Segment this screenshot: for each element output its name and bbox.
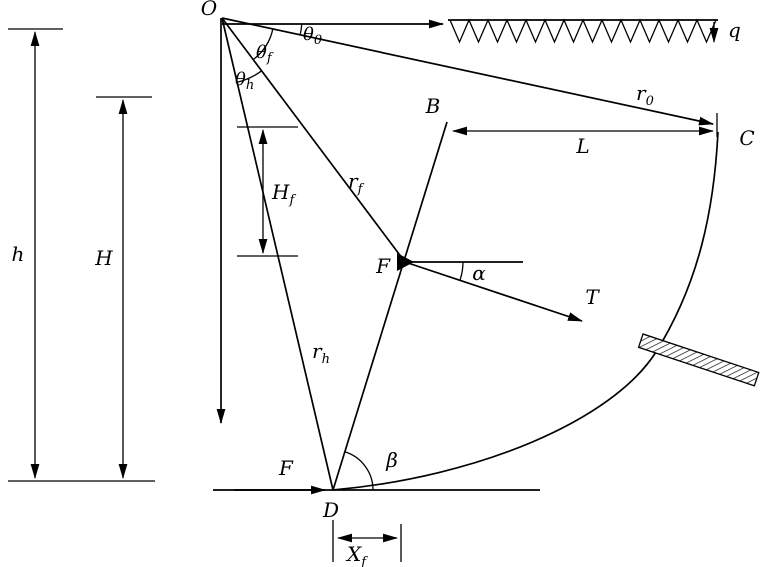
label-r0-sub: 0 [646,94,654,109]
label-H: H [94,246,113,270]
label-Xf: Xf [345,542,368,567]
load-hatch-zigzag [449,18,717,44]
label-surcharge-q: q [728,18,741,42]
log-spiral-curve [332,131,719,491]
label-Hf-sub: f [288,193,296,208]
label-rh-sub: h [322,352,330,367]
label-point-D: D [322,498,339,522]
label-h: h [12,242,25,266]
anchor-rod [637,333,760,387]
label-r0: r0 [636,81,654,109]
label-origin-O: O [201,0,217,20]
label-r0-base: r [636,81,647,105]
label-alpha: α [472,261,486,285]
label-thetah: θh [235,69,254,93]
label-Xf-base: X [345,542,362,566]
arc-alpha [459,261,464,281]
arc-thetah [236,70,262,83]
line-rf-OF [221,17,406,263]
label-thetah-base: θ [235,69,246,90]
label-rf-base: r [348,169,359,193]
label-thetaf: θf [256,42,274,66]
label-point-B: B [425,94,441,118]
line-rh-OD [221,17,334,491]
label-L: L [575,134,589,158]
label-rf-sub: f [357,182,365,197]
arc-theta0 [299,23,303,36]
label-Xf-sub: f [360,555,368,567]
label-rh: rh [312,339,330,367]
label-theta0: θ0 [303,24,322,48]
label-theta0-sub: 0 [314,33,322,48]
label-point-C: C [739,126,754,150]
label-thetaf-sub: f [266,51,274,66]
label-point-F: F [375,254,391,278]
slope-face-BD [332,121,448,491]
label-T: T [585,285,600,309]
label-thetaf-base: θ [256,42,267,63]
label-rh-base: r [312,339,323,363]
arc-thetaf [252,29,274,61]
tension-line-T [404,261,583,322]
point-F-marker [397,253,414,271]
label-Hf-base: H [271,180,290,204]
arc-beta [344,451,374,491]
label-beta: β [385,448,398,472]
line-r0-OC [221,17,714,126]
label-rf: rf [348,169,365,197]
label-theta0-base: θ [303,24,314,45]
label-thetah-sub: h [246,78,254,93]
label-Hf: Hf [271,180,296,208]
label-force-F: F [278,456,294,480]
